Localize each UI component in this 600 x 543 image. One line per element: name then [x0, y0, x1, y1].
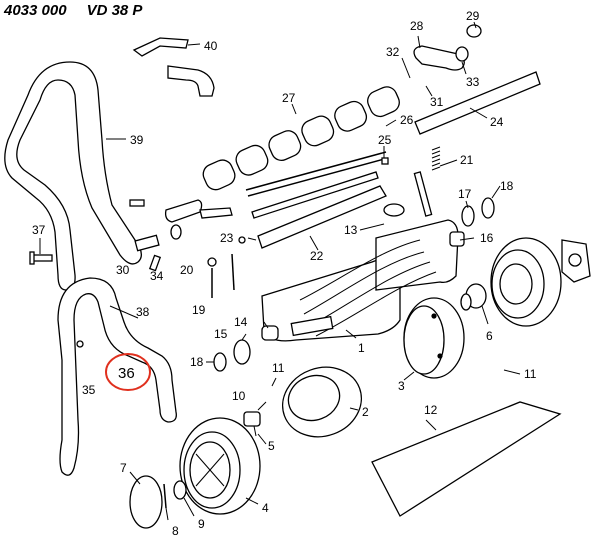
diagram-title: 4033 000 VD 38 P: [4, 2, 162, 19]
callout-26: 26: [400, 113, 414, 127]
bearing-14: [261, 325, 279, 341]
callout-32: 32: [386, 45, 400, 59]
bearing-set-17-18: [461, 197, 495, 227]
washer-18: [213, 352, 227, 372]
disc-7: [129, 475, 163, 529]
callout-24: 24: [490, 115, 504, 129]
highlight-circle-36: [105, 353, 151, 391]
callout-30: 30: [116, 263, 130, 277]
callout-40: 40: [204, 39, 218, 53]
pinion-5: [243, 411, 261, 427]
callout-16: 16: [480, 231, 494, 245]
callout-39: 39: [130, 133, 144, 147]
bed-knife-bar: [251, 171, 387, 249]
callout-29: 29: [466, 9, 480, 23]
callout-19: 19: [192, 303, 206, 317]
main-frame: [261, 219, 459, 342]
washer-9: [173, 480, 187, 500]
callout-labels: 1 2 3 4 5 6 7 8 9 10 11 11 12 13 14 15 1…: [32, 9, 537, 538]
grass-deflector: [371, 401, 562, 517]
part-number: 4033 000: [4, 2, 67, 19]
disc-3: [403, 297, 465, 379]
model-name: VD 38 P: [86, 2, 143, 19]
right-drive-wheel: [490, 237, 591, 327]
fasteners-19-20-23: [207, 236, 246, 298]
callout-25: 25: [378, 133, 392, 147]
callout-18a: 18: [500, 179, 514, 193]
callout-11a: 11: [272, 361, 285, 375]
callout-34: 34: [150, 269, 164, 283]
callout-27: 27: [282, 91, 296, 105]
callout-22: 22: [310, 249, 324, 263]
callout-11b: 11: [524, 367, 537, 381]
callout-36: 36: [118, 365, 135, 382]
callout-1: 1: [358, 341, 365, 355]
callout-5: 5: [268, 439, 275, 453]
left-drive-wheel: [179, 417, 261, 515]
callout-28: 28: [410, 19, 424, 33]
part-40-bracket: [132, 37, 215, 97]
callout-20: 20: [180, 263, 194, 277]
scraper-plate: [414, 71, 541, 135]
roller-shaft: [245, 151, 389, 197]
callout-15: 15: [214, 327, 228, 341]
lower-handle: [57, 277, 177, 476]
callout-21: 21: [460, 153, 474, 167]
callout-10: 10: [232, 389, 246, 403]
disc-2: [282, 366, 362, 438]
part-13-knob: [383, 203, 405, 217]
part-28-bracket: [413, 24, 482, 71]
callout-37: 37: [32, 223, 46, 237]
pinion-6: [460, 283, 487, 311]
leader-lines: [39, 21, 521, 521]
callout-18b: 18: [190, 355, 204, 369]
callout-7: 7: [120, 461, 127, 475]
callout-35: 35: [82, 383, 96, 397]
callout-33: 33: [466, 75, 480, 89]
callout-17: 17: [458, 187, 472, 201]
callout-31: 31: [430, 95, 444, 109]
callout-2: 2: [362, 405, 369, 419]
linkage-arm: [164, 199, 233, 223]
bearing-15: [233, 339, 251, 365]
upper-handle: [4, 61, 142, 291]
callout-13: 13: [344, 223, 358, 237]
part-21-assembly: [381, 146, 441, 217]
callout-38: 38: [136, 305, 150, 319]
callout-12: 12: [424, 403, 438, 417]
callout-23: 23: [220, 231, 234, 245]
roller-set: [202, 86, 400, 191]
callout-8: 8: [172, 524, 179, 538]
callout-9: 9: [198, 517, 205, 531]
parts-30-34: [129, 199, 182, 272]
part-37-bolt: [29, 251, 53, 265]
part-16-bushing: [449, 231, 465, 247]
callout-3: 3: [398, 379, 405, 393]
callout-14: 14: [234, 315, 248, 329]
pin-8: [163, 483, 167, 509]
callout-4: 4: [262, 501, 269, 515]
callout-6: 6: [486, 329, 493, 343]
